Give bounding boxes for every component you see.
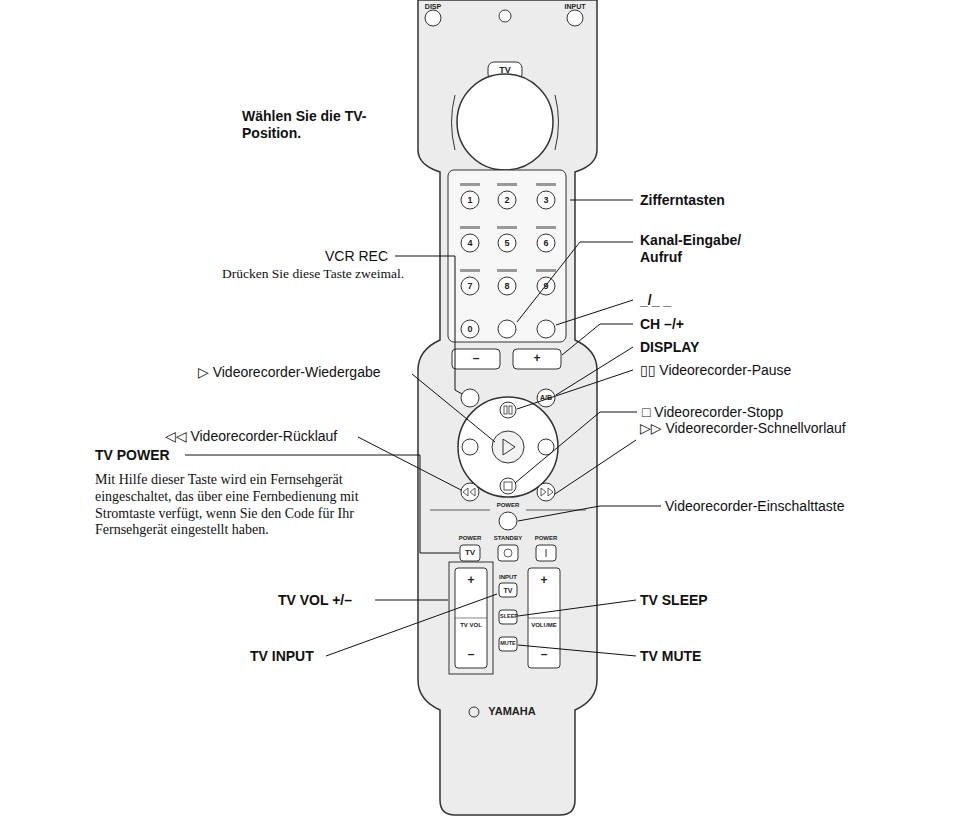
note-text: Mit Hilfe dieser Taste wird ein Fernsehg… [95,472,395,539]
button-label: TV VOL [456,622,486,628]
callout-label: DISPLAY [640,339,730,356]
callout-label: TV VOL +/– [278,592,378,609]
button-label: DISP [418,3,448,10]
button-label: 5 [499,239,515,248]
button-label: – [463,648,479,660]
button-label: TV [461,549,479,557]
callout-label: TV SLEEP [640,592,740,609]
callout-label: CH –/+ [640,316,720,333]
callout-label: _/_ _ [640,292,700,309]
callout-label: Videorecorder-Einschalttaste [665,498,885,515]
button-label: 6 [538,239,554,248]
button-label: – [466,352,486,364]
callout-label: TV INPUT [250,648,330,665]
button-label: + [536,574,552,586]
callout-label: ▷▷ Videorecorder-Schnellvorlauf [640,420,852,437]
button-label: VOLUME [527,622,561,628]
button-label: 2 [499,196,515,205]
button-label: POWER [529,535,563,541]
button-label: SLEEP [500,614,516,620]
button-label: POWER [493,502,523,508]
button-label: + [527,352,547,364]
button-label: 4 [462,239,478,248]
button-label: INPUT [493,574,523,580]
callout-label: TV MUTE [640,648,740,665]
button-label: 7 [462,282,478,291]
button-label: POWER [453,535,487,541]
button-label: TV [490,66,520,75]
callout-label: TV POWER [95,447,195,464]
callout-label: VCR REC [325,248,405,265]
button-label: 8 [499,282,515,291]
button-label: TV [500,587,516,594]
button-label: A/B [538,394,554,401]
button-label: + [463,574,479,586]
callout-label: ▯▯ Videorecorder-Pause [640,362,840,379]
callout-label: ◁◁ Videorecorder-Rücklauf [165,428,365,445]
callout-label: Kanal-Eingabe/ Aufruf [640,232,760,266]
button-label: STANDBY [488,535,528,541]
button-label: 3 [538,196,554,205]
brand-logo: YAMAHA [482,706,542,717]
button-label: 9 [538,282,554,291]
callout-label: ▷ Videorecorder-Wiedergabe [198,364,418,381]
button-label: 0 [462,325,478,334]
button-label: – [536,648,552,660]
button-label: MUTE [500,641,516,647]
callout-label: □ Videorecorder-Stopp [642,404,842,421]
button-label: INPUT [560,3,590,10]
note-text: Drücken Sie diese Taste zweimal. [222,266,442,282]
instruction-text: Wählen Sie die TV-Position. [242,108,367,142]
button-label: 1 [462,196,478,205]
callout-label: Zifferntasten [640,192,780,209]
